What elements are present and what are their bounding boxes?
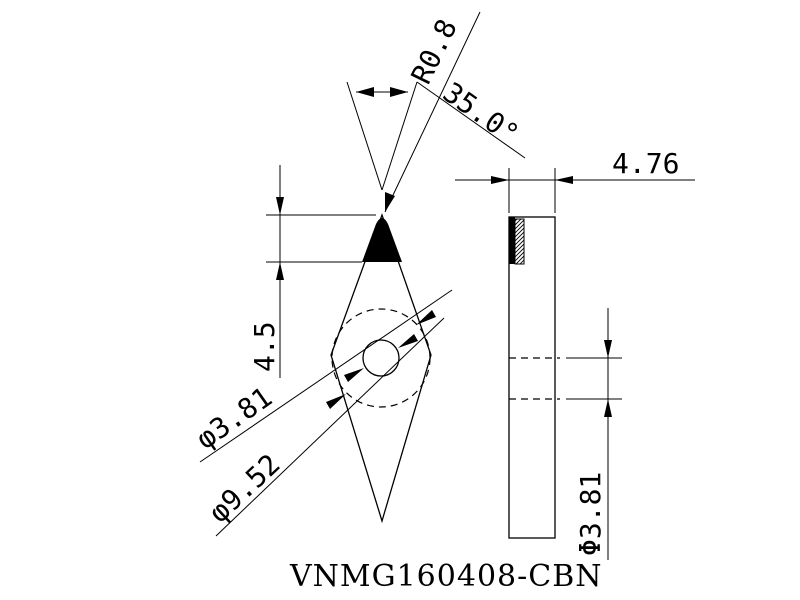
thickness-dimension [455, 168, 695, 213]
insert-outline [330, 213, 432, 524]
cbn-layer-hatched [514, 218, 525, 265]
cbn-tip [362, 218, 402, 262]
cbn-layer-solid [509, 217, 515, 264]
thickness-label: 4.76 [612, 147, 679, 180]
height-label: 4.5 [248, 321, 281, 372]
center-hole [362, 339, 400, 377]
side-view [508, 216, 622, 560]
inscribed-circle [331, 308, 431, 408]
angle-dimension [346, 81, 526, 191]
height-dimension [266, 165, 376, 378]
part-number: VNMG160408-CBN [289, 559, 603, 594]
side-hole-diameter-label: Φ3.81 [574, 472, 607, 556]
front-view [330, 213, 432, 524]
angle-label: 35.0° [437, 76, 525, 151]
radius-leader [384, 11, 481, 213]
inscribed-diameter-label: φ9.52 [202, 447, 286, 529]
diameter-leaders [199, 289, 453, 537]
side-outline [508, 216, 556, 539]
